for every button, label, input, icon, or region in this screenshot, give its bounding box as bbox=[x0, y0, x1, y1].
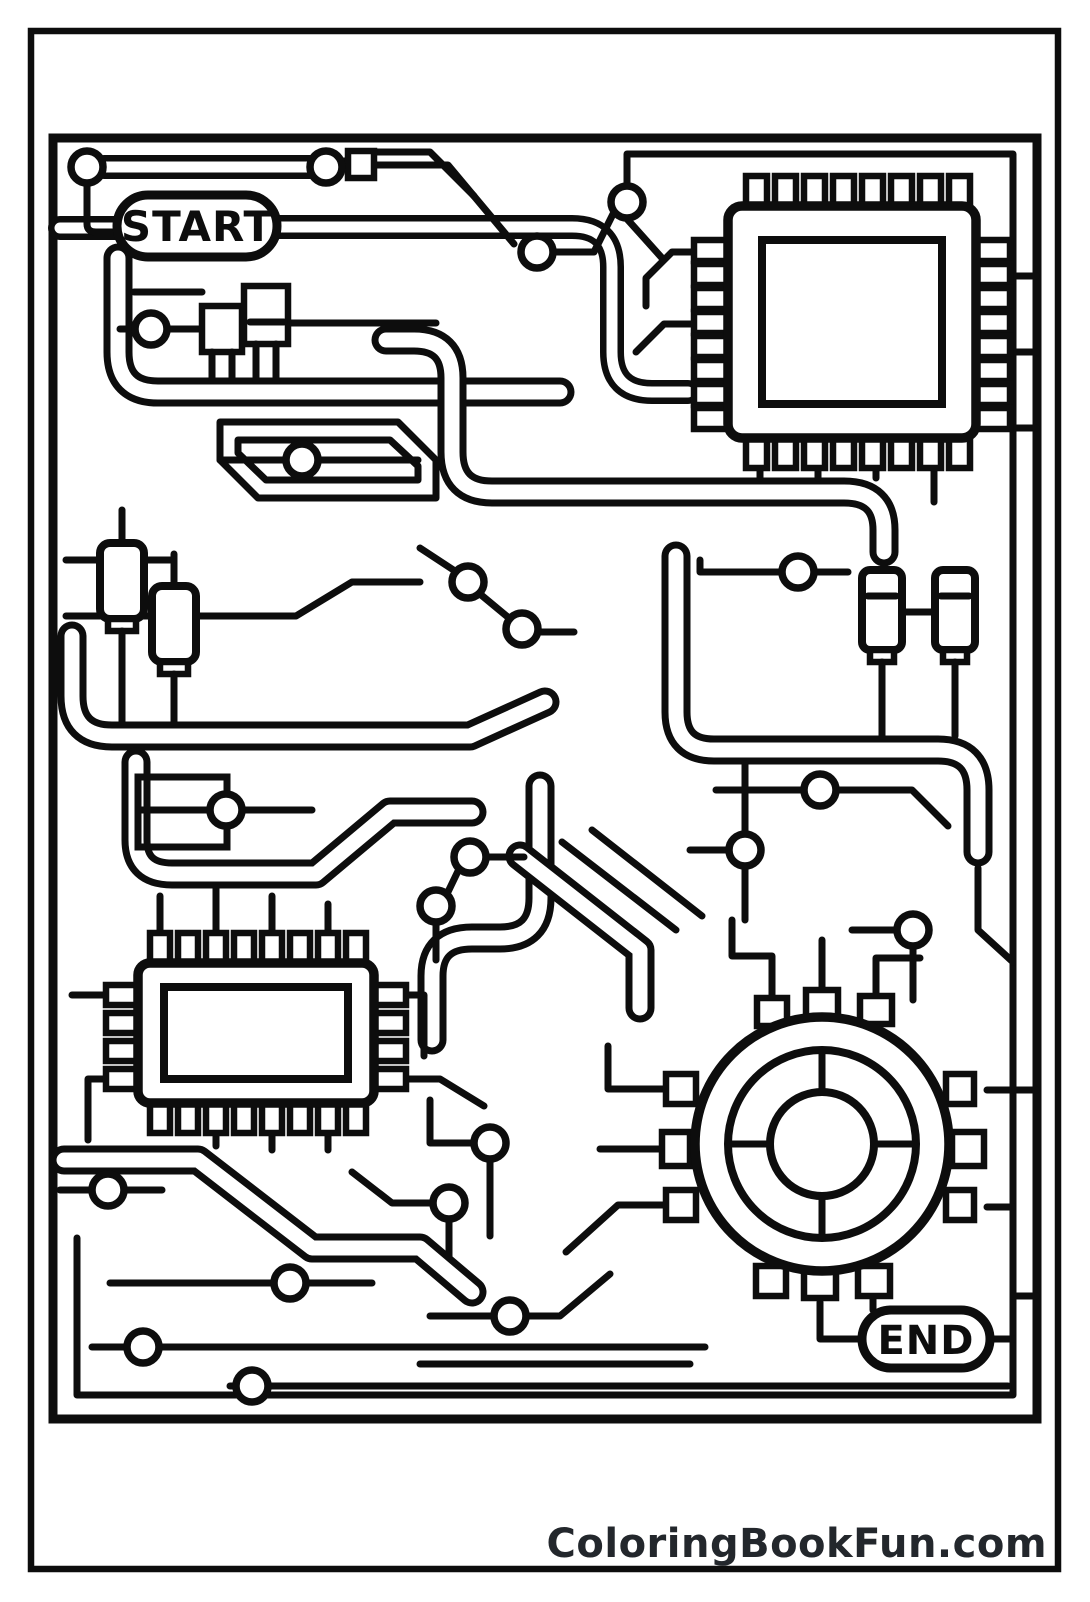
square-pad-icon bbox=[344, 147, 378, 182]
page-borders bbox=[27, 27, 1062, 1573]
end-label: END bbox=[857, 1305, 995, 1373]
qfp-chip-pins bbox=[690, 172, 1014, 472]
solder-pads bbox=[67, 147, 933, 1406]
capacitor-pair-left-icon bbox=[96, 539, 200, 726]
outer-page-border bbox=[27, 27, 1062, 1573]
soic-chip-die bbox=[160, 983, 352, 1083]
capacitor-pair-right-icon bbox=[858, 566, 979, 740]
round-ic-icon bbox=[658, 986, 988, 1302]
maze-corridors bbox=[48, 155, 993, 1307]
thin-traces bbox=[56, 148, 1040, 1390]
qfp-chip-die bbox=[758, 236, 946, 408]
qfp-chip-icon bbox=[690, 172, 1014, 472]
footer-watermark: ColoringBookFun.com bbox=[546, 1521, 1047, 1567]
inner-border-trace bbox=[73, 150, 1017, 1399]
transistor-pair-top-left-icon bbox=[198, 282, 292, 384]
maze-border bbox=[48, 133, 1042, 1424]
end-label-text: END bbox=[877, 1318, 974, 1364]
round-ic-core bbox=[766, 1088, 878, 1200]
start-label-text: START bbox=[121, 202, 273, 251]
soic-chip-icon bbox=[102, 929, 410, 1137]
start-label: START bbox=[112, 190, 282, 262]
